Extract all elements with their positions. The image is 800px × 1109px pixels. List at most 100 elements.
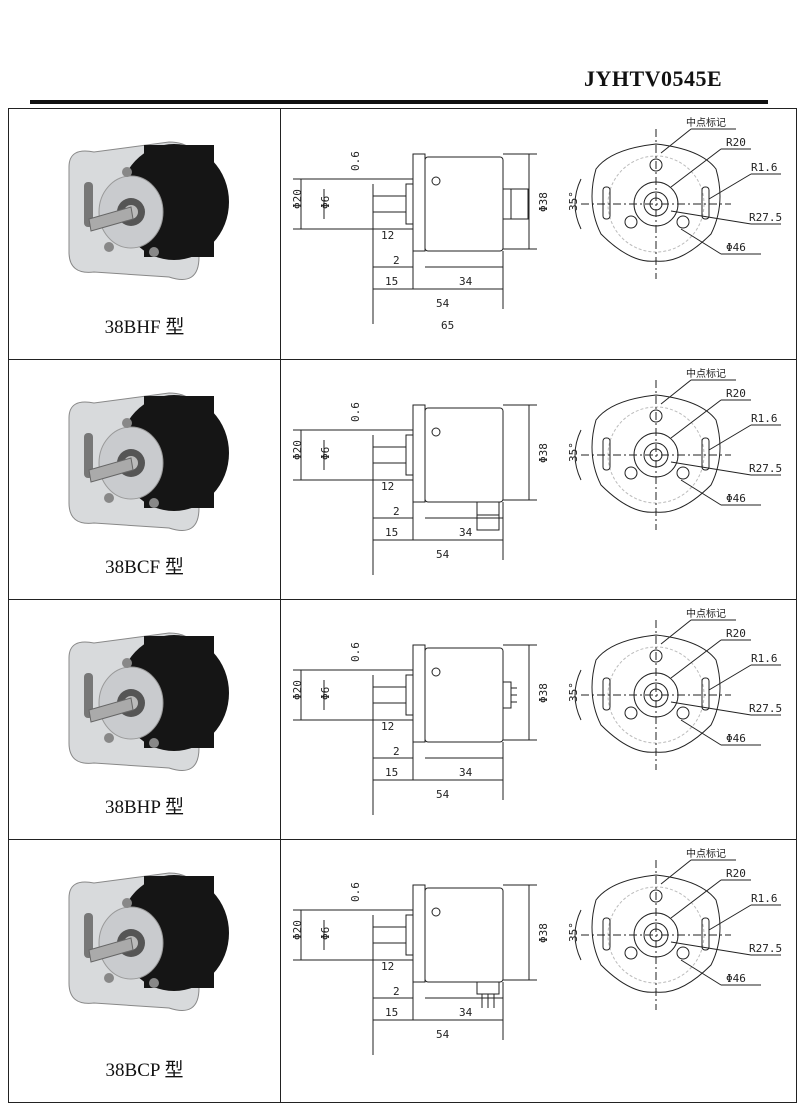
body-outline [424, 887, 504, 983]
dim-d38: Φ38 [537, 192, 550, 212]
model-table: 38BHF 型 Φ20 Φ6 0.6 12 2 15 34 [8, 108, 797, 1103]
dim-angle: 35° [567, 682, 580, 702]
dimension-drawing-cell: Φ20 Φ6 0.6 12 2 15 34 54 Φ38 35° [281, 360, 796, 599]
dim-d6: Φ6 [319, 196, 332, 209]
dim-r27-5: R27.5 [749, 942, 782, 955]
dim-r20: R20 [726, 867, 746, 880]
dim-34: 34 [459, 275, 473, 288]
flange-outline [412, 404, 426, 503]
dimension-drawing: Φ20 Φ6 0.6 12 2 15 34 54 Φ38 35° [291, 607, 782, 815]
mount-screw-icon [649, 649, 663, 663]
dim-12: 12 [381, 480, 394, 493]
mount-screw-icon [649, 889, 663, 903]
photo-cell: 38BHF 型 [9, 109, 281, 359]
boss-outline [405, 914, 414, 956]
side-pin-connector-icon [476, 981, 500, 1008]
dim-0-6: 0.6 [349, 402, 362, 422]
dim-12: 12 [381, 720, 394, 733]
photo-cell: 38BCP 型 [9, 840, 281, 1102]
shaft-outline [372, 926, 407, 944]
dim-54: 54 [436, 788, 450, 801]
table-row: 38BCP 型 Φ20 Φ6 0.6 12 2 15 34 [9, 839, 796, 1102]
model-label: 38BHP 型 [104, 797, 184, 818]
photo-cell: 38BCF 型 [9, 360, 281, 599]
boss-outline [405, 434, 414, 476]
dim-d38: Φ38 [537, 443, 550, 463]
table-row: 38BHP 型 Φ20 Φ6 0.6 12 2 15 34 [9, 599, 796, 839]
dim-d20: Φ20 [291, 680, 304, 700]
dimension-drawing: Φ20 Φ6 0.6 12 2 15 34 54 Φ38 35° [291, 847, 782, 1055]
center-mark-label: 中点标记 [686, 116, 726, 129]
shaft-outline [372, 195, 407, 213]
center-mark-label: 中点标记 [686, 847, 726, 860]
encoder-photo [68, 872, 229, 1011]
screw-icon [431, 176, 441, 186]
dim-2: 2 [393, 254, 400, 267]
table-row: 38BCF 型 Φ20 Φ6 0.6 12 2 15 34 [9, 359, 796, 599]
dim-angle: 35° [567, 922, 580, 942]
screw-icon [431, 427, 441, 437]
front-view [581, 379, 781, 530]
front-view [581, 619, 781, 770]
dim-54: 54 [436, 297, 450, 310]
mount-screw-icon [649, 158, 663, 172]
dim-d46: Φ46 [726, 732, 746, 745]
body-outline [424, 156, 504, 252]
dim-d46: Φ46 [726, 972, 746, 985]
dim-d38: Φ38 [537, 683, 550, 703]
body-outline [424, 407, 504, 503]
dimension-drawing-cell: Φ20 Φ6 0.6 12 2 15 34 54 Φ38 35° [281, 840, 796, 1102]
dim-0-6: 0.6 [349, 642, 362, 662]
dim-12: 12 [381, 229, 394, 242]
dim-2: 2 [393, 505, 400, 518]
dim-2: 2 [393, 985, 400, 998]
dim-54: 54 [436, 1028, 450, 1041]
flange-outline [412, 644, 426, 743]
dim-r1-6: R1.6 [751, 892, 778, 905]
shaft-outline [372, 686, 407, 704]
center-mark-label: 中点标记 [686, 607, 726, 620]
screw-icon [431, 907, 441, 917]
dim-34: 34 [459, 1006, 473, 1019]
photo-cell: 38BHP 型 [9, 600, 281, 839]
table-row: 38BHF 型 Φ20 Φ6 0.6 12 2 15 34 [9, 109, 796, 359]
dimension-drawing: Φ20 Φ6 0.6 12 2 15 34 54 65 Φ38 35° [291, 116, 782, 332]
encoder-photo [68, 632, 229, 771]
header-rule [30, 100, 768, 104]
dim-15: 15 [385, 766, 398, 779]
boss-outline [405, 674, 414, 716]
dim-34: 34 [459, 526, 473, 539]
rear-cable-gland-icon [502, 188, 529, 220]
shaft-outline [372, 446, 407, 464]
dim-d20: Φ20 [291, 920, 304, 940]
dim-overall: 65 [441, 319, 454, 332]
front-view [581, 859, 781, 1010]
body-outline [424, 647, 504, 743]
dim-2: 2 [393, 745, 400, 758]
flange-outline [412, 153, 426, 252]
boss-outline [405, 183, 414, 225]
dim-d6: Φ6 [319, 447, 332, 460]
dim-0-6: 0.6 [349, 151, 362, 171]
dim-0-6: 0.6 [349, 882, 362, 902]
dim-15: 15 [385, 1006, 398, 1019]
dim-54: 54 [436, 548, 450, 561]
dim-34: 34 [459, 766, 473, 779]
screw-icon [431, 667, 441, 677]
dim-r27-5: R27.5 [749, 211, 782, 224]
dim-r1-6: R1.6 [751, 161, 778, 174]
dim-r27-5: R27.5 [749, 462, 782, 475]
dimension-drawing: Φ20 Φ6 0.6 12 2 15 34 54 Φ38 35° [291, 367, 782, 575]
dim-d6: Φ6 [319, 687, 332, 700]
front-view [581, 128, 781, 279]
dim-15: 15 [385, 526, 398, 539]
dim-15: 15 [385, 275, 398, 288]
mount-screw-icon [649, 409, 663, 423]
flange-outline [412, 884, 426, 983]
dim-d46: Φ46 [726, 241, 746, 254]
dim-r20: R20 [726, 627, 746, 640]
dim-d46: Φ46 [726, 492, 746, 505]
model-label: 38BCF 型 [105, 557, 184, 578]
encoder-photo [68, 141, 229, 280]
